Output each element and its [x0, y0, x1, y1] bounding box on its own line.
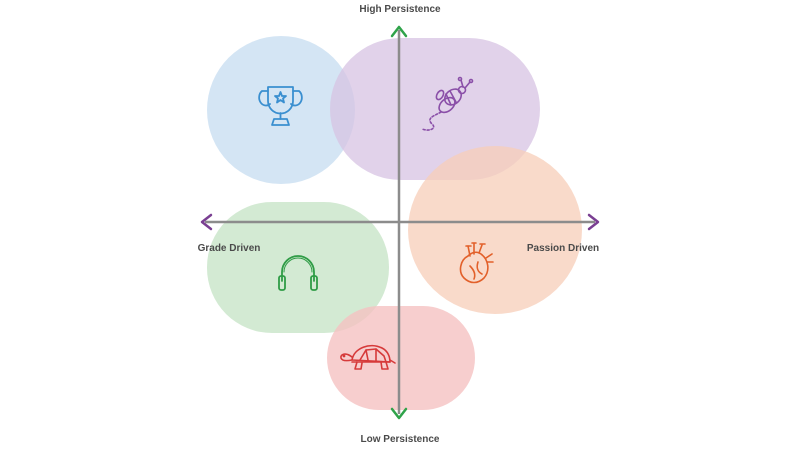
arrow-down-icon [390, 407, 408, 420]
blob-blue [207, 36, 355, 184]
axis-label-top: High Persistence [359, 4, 441, 15]
headphones-icon [278, 255, 318, 291]
arrow-left-icon [200, 213, 213, 231]
bee-icon [421, 76, 474, 131]
trophy-icon [258, 86, 303, 126]
axis-label-left: Grade Driven [198, 243, 261, 254]
blob-green [207, 202, 389, 333]
anatomical-heart-icon [459, 242, 494, 284]
blob-pink [327, 306, 475, 410]
axis-label-right: Passion Driven [527, 243, 599, 254]
turtle-icon [340, 344, 396, 370]
blob-orange [408, 146, 582, 314]
arrow-right-icon [587, 213, 600, 231]
axis-label-bottom: Low Persistence [361, 434, 440, 445]
arrow-up-icon [390, 25, 408, 38]
horizontal-axis [200, 213, 600, 231]
blob-purple [330, 38, 540, 180]
